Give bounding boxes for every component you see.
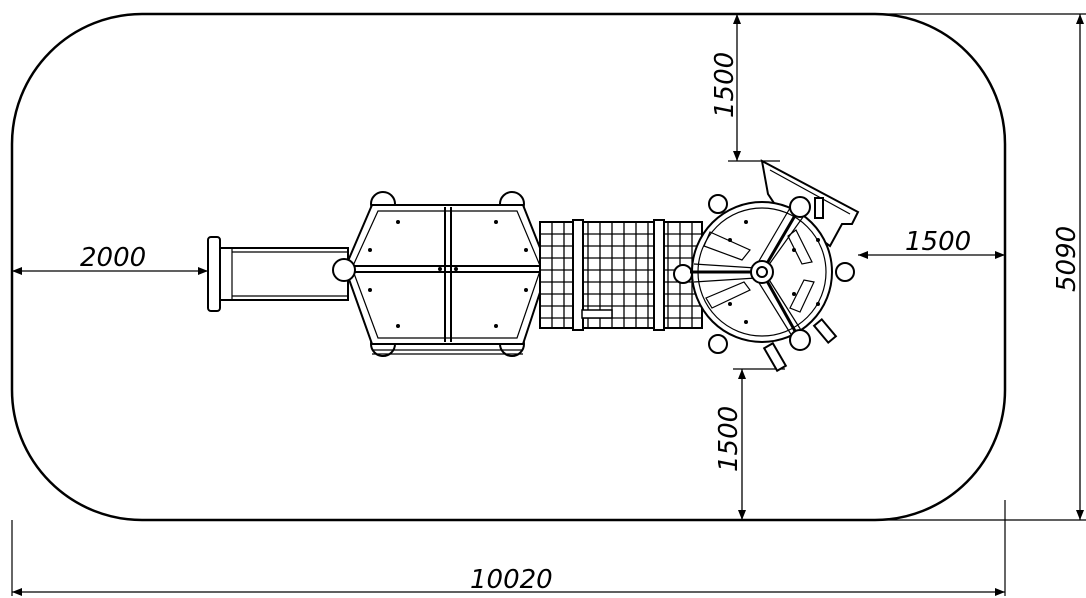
hex-platform	[332, 191, 565, 357]
dim-bottom-clearance: 1500	[714, 406, 744, 472]
dim-right-clearance: 1500	[905, 227, 971, 257]
dim-total-length: 10020	[470, 565, 553, 595]
dim-total-width: 5090	[1052, 226, 1082, 292]
dim-top-clearance: 1500	[710, 52, 740, 118]
dimension-lines	[12, 13, 1084, 596]
round-tower	[673, 159, 860, 373]
slide	[207, 236, 349, 312]
dim-left-clearance: 2000	[80, 243, 146, 273]
